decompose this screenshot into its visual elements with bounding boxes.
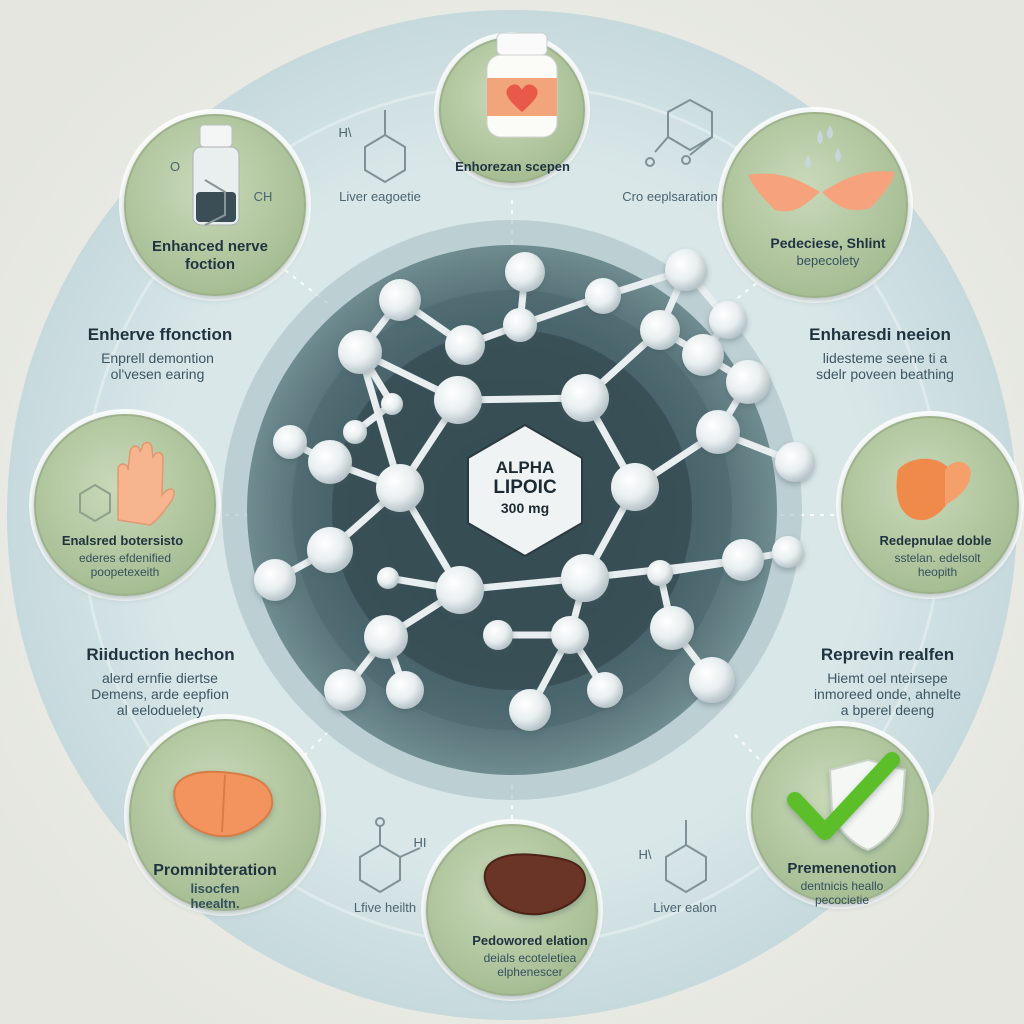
atom: [665, 249, 707, 291]
mini-label-top-right: Cro eeplsaration: [622, 189, 718, 204]
atom: [561, 554, 609, 602]
node-bottom-subtitle: deials ecoteletiea elphenescer: [483, 951, 577, 979]
hands-water-icon: [748, 125, 895, 212]
node-bottom-right-subtitle: dentnicis heallo pecocietie: [800, 879, 884, 907]
node-top-left-subtitle: foction: [185, 256, 235, 273]
atom: [376, 464, 424, 512]
atom: [436, 566, 484, 614]
vial-icon: [192, 124, 240, 226]
atom: [381, 393, 403, 415]
mini-label-bottom-right: Liver ealon: [653, 900, 717, 915]
node-bottom-title: Pedowored elation: [472, 933, 588, 948]
hand-icon: [79, 441, 175, 526]
node-bottom-left-subtitle: lisocfen heealtn.: [190, 881, 240, 911]
atom: [307, 527, 353, 573]
side-upper-right-title: Enharesdi neeion: [809, 325, 951, 344]
liver-dark-icon: [483, 853, 587, 916]
node-bottom-left-title: Promnibteration: [153, 862, 277, 879]
atom: [587, 672, 623, 708]
side-lower-right-title: Reprevin realfen: [820, 645, 955, 664]
center-hexagon: [467, 423, 583, 558]
atom: [561, 374, 609, 422]
node-right-subtitle: sstelan. edelsolt heopith: [894, 551, 981, 579]
node-top-title: Enhorezan scepen: [455, 159, 570, 174]
side-upper-left-title: Enherve ffonction: [87, 325, 233, 344]
atom: [273, 425, 307, 459]
node-left-subtitle: ederes efdenified poopetexeith: [78, 551, 172, 579]
shield-check-icon: [787, 752, 907, 852]
atom: [377, 567, 399, 589]
node-top-right-subtitle: bepecolety: [796, 253, 860, 268]
atom: [611, 463, 659, 511]
atom: [709, 301, 747, 339]
node-right-title: Redepnulae doble: [879, 533, 992, 548]
formula-label-ch: CH: [253, 189, 273, 204]
atom: [343, 420, 367, 444]
formula-label-hi: H\: [338, 125, 352, 140]
formula-label-o: O: [169, 159, 181, 174]
formula-drawings: [359, 98, 713, 894]
supplement-bottle-icon: [486, 32, 558, 138]
atom: [726, 360, 770, 404]
atom: [585, 278, 621, 314]
atom: [650, 606, 694, 650]
atom: [379, 279, 421, 321]
atom: [483, 620, 513, 650]
node-top-right: [717, 107, 913, 303]
atom: [772, 536, 804, 568]
side-upper-right-body: lidesteme seene ti a sdelr poveen beathi…: [816, 350, 954, 383]
atom: [647, 560, 673, 586]
side-upper-left-body: Enprell demontion ol'vesen earing: [101, 350, 214, 383]
atom: [386, 671, 424, 709]
side-lower-left-title: Riiduction hechon: [86, 645, 235, 664]
atom: [689, 657, 735, 703]
atom: [445, 325, 485, 365]
atom: [551, 616, 589, 654]
atom: [338, 330, 382, 374]
side-lower-right-body: Hiemt oel nteirsepe inmoreed onde, ahnel…: [813, 670, 962, 719]
atom: [254, 559, 296, 601]
center-title-line1: ALPHA: [495, 458, 555, 477]
center-dose: 300 mg: [500, 500, 550, 516]
atom: [722, 539, 764, 581]
side-lower-left-body: alerd ernfie diertse Demens, arde eepfio…: [91, 670, 229, 719]
center-title-line2: LIPOIC: [493, 477, 557, 498]
atom: [509, 689, 551, 731]
node-top-left-title: Enhanced nerve: [152, 238, 268, 255]
atom: [308, 440, 352, 484]
atom: [682, 334, 724, 376]
atom: [324, 669, 366, 711]
molecule: [254, 249, 815, 731]
atom: [364, 615, 408, 659]
formula-label-hh: HI: [413, 835, 427, 850]
liver-icon: [173, 770, 274, 838]
node-top-right-title: Pedeciese, Shlint: [770, 235, 886, 251]
atom: [434, 376, 482, 424]
atom: [775, 442, 815, 482]
mini-label-top-left: Liver eagoetie: [339, 189, 421, 204]
formula-label-hi-bottom: H\: [638, 847, 652, 862]
mini-label-bottom-left: Lfive heilth: [353, 900, 417, 915]
atom: [696, 410, 740, 454]
atom: [640, 310, 680, 350]
atom: [505, 252, 545, 292]
liver-heart-icon: [896, 458, 971, 521]
node-bottom-right-title: Premenenotion: [787, 860, 897, 877]
node-left-title: Enalsred botersisto: [61, 533, 184, 548]
atom: [503, 308, 537, 342]
